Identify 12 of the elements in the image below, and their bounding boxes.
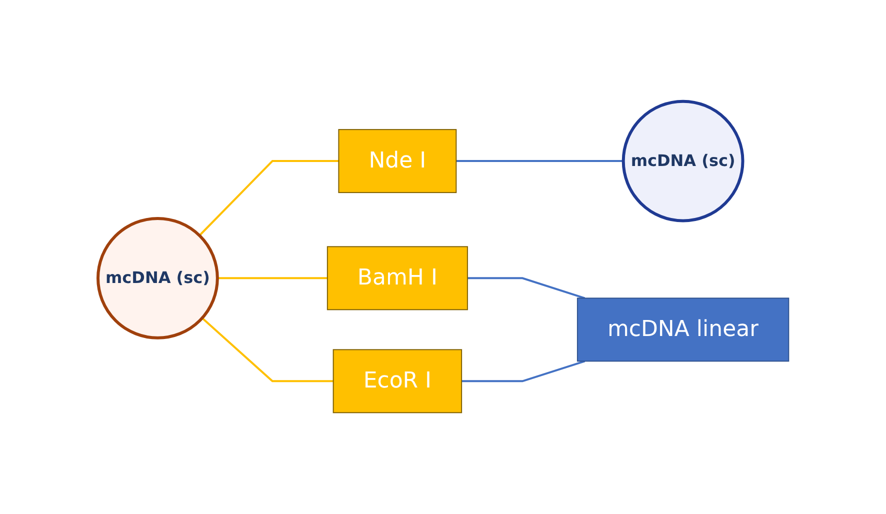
- node-box: BamH I: [326, 246, 468, 310]
- connector: [198, 160, 338, 236]
- connector: [217, 277, 328, 280]
- node-circle: mcDNA (sc): [96, 216, 219, 340]
- connector: [456, 160, 624, 162]
- node-box: Nde I: [338, 129, 456, 194]
- connector: [201, 317, 333, 382]
- node-box: mcDNA linear: [576, 298, 789, 362]
- connector: [461, 360, 585, 382]
- connector: [467, 277, 585, 300]
- node-circle: mcDNA (sc): [622, 100, 744, 222]
- node-box: EcoR I: [332, 349, 462, 414]
